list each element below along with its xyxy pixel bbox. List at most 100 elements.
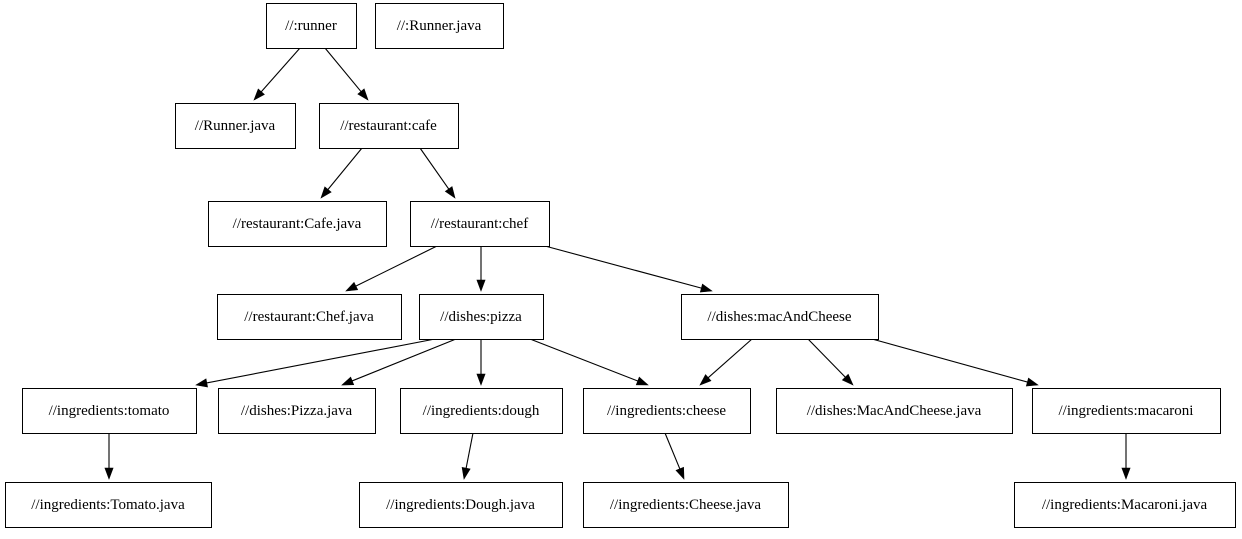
node-box[interactable] — [375, 3, 504, 49]
node-box[interactable] — [359, 482, 563, 528]
edge-arrowhead-icon — [341, 376, 355, 386]
edge-arrowhead-icon — [461, 467, 471, 480]
node-label: //:Runner.java — [397, 18, 482, 34]
edge-line — [324, 47, 363, 94]
edge-arrowhead-icon — [320, 186, 332, 199]
edge-arrowhead-icon — [841, 373, 854, 386]
graph-node-restaurant_cafe[interactable]: //restaurant:cafe — [319, 103, 459, 149]
node-label: //Runner.java — [195, 118, 276, 134]
graph-node-restaurant_chef_java[interactable]: //restaurant:Chef.java — [217, 294, 402, 340]
graph-edge — [419, 147, 456, 199]
node-label: //ingredients:cheese — [607, 403, 726, 419]
node-box[interactable] — [217, 294, 402, 340]
node-label: //dishes:macAndCheese — [707, 309, 851, 325]
graph-node-ing_dough[interactable]: //ingredients:dough — [400, 388, 563, 434]
node-box[interactable] — [400, 388, 563, 434]
node-box[interactable] — [1032, 388, 1221, 434]
graph-node-ing_dough_java[interactable]: //ingredients:Dough.java — [359, 482, 563, 528]
edge-arrowhead-icon — [699, 283, 713, 293]
graph-node-ing_cheese[interactable]: //ingredients:cheese — [583, 388, 751, 434]
node-label: //restaurant:Cafe.java — [233, 216, 362, 232]
node-label: //ingredients:Macaroni.java — [1042, 497, 1208, 513]
node-label: //dishes:pizza — [440, 309, 522, 325]
graph-node-ing_macaroni[interactable]: //ingredients:macaroni — [1032, 388, 1221, 434]
edge-arrowhead-icon — [476, 279, 486, 292]
node-box[interactable] — [776, 388, 1013, 434]
node-box[interactable] — [22, 388, 197, 434]
graph-edge — [871, 338, 1039, 387]
graph-edge — [461, 432, 474, 480]
edge-line — [326, 147, 363, 192]
node-label: //:runner — [285, 18, 337, 34]
node-label: //dishes:Pizza.java — [241, 403, 353, 419]
graph-node-restaurant_chef[interactable]: //restaurant:chef — [410, 201, 550, 247]
graph-edge — [341, 338, 457, 386]
edge-arrowhead-icon — [476, 373, 486, 386]
edge-line — [350, 338, 457, 382]
graph-node-runner_java[interactable]: //Runner.java — [175, 103, 296, 149]
edge-arrowhead-icon — [357, 88, 369, 101]
edge-arrowhead-icon — [635, 376, 649, 386]
graph-edge — [320, 147, 363, 199]
edge-arrowhead-icon — [253, 88, 265, 101]
graph-edge — [104, 433, 114, 480]
graph-node-restaurant_cafe_java[interactable]: //restaurant:Cafe.java — [208, 201, 387, 247]
edge-line — [706, 338, 753, 380]
node-box[interactable] — [5, 482, 212, 528]
graph-edge — [345, 245, 438, 292]
node-label: //ingredients:macaroni — [1059, 403, 1194, 419]
edge-arrowhead-icon — [345, 281, 359, 292]
graph-edge — [1121, 433, 1131, 480]
edge-line — [419, 147, 451, 191]
graph-node-runner[interactable]: //:runner — [266, 3, 357, 49]
node-box[interactable] — [583, 388, 751, 434]
node-box[interactable] — [218, 388, 376, 434]
edge-line — [354, 245, 438, 288]
node-box[interactable] — [419, 294, 544, 340]
node-box[interactable] — [681, 294, 879, 340]
node-box[interactable] — [175, 103, 296, 149]
edge-arrowhead-icon — [195, 378, 208, 388]
graph-edge — [195, 338, 436, 388]
graph-edge — [529, 338, 649, 386]
node-box[interactable] — [319, 103, 459, 149]
edge-arrowhead-icon — [699, 374, 712, 386]
edge-line — [871, 338, 1029, 383]
edge-arrowhead-icon — [1121, 467, 1131, 480]
node-label: //restaurant:cafe — [340, 118, 437, 134]
graph-edge — [664, 432, 685, 480]
graph-edge — [476, 339, 486, 386]
node-box[interactable] — [410, 201, 550, 247]
node-label: //restaurant:Chef.java — [244, 309, 374, 325]
graph-node-ing_tomato[interactable]: //ingredients:tomato — [22, 388, 197, 434]
graph-edge — [476, 246, 486, 292]
graph-node-ing_macaroni_java[interactable]: //ingredients:Macaroni.java — [1014, 482, 1236, 528]
graph-edge — [544, 245, 713, 293]
edge-line — [205, 338, 436, 384]
graph-node-dishes_pizza_java[interactable]: //dishes:Pizza.java — [218, 388, 376, 434]
graph-node-ing_tomato_java[interactable]: //ingredients:Tomato.java — [5, 482, 212, 528]
graph-edge — [807, 338, 854, 386]
graph-node-root_runner_java[interactable]: //:Runner.java — [375, 3, 504, 49]
graph-edge — [699, 338, 753, 386]
edge-arrowhead-icon — [675, 466, 685, 480]
node-box[interactable] — [266, 3, 357, 49]
node-label: //restaurant:chef — [431, 216, 528, 232]
graph-node-dishes_mac_java[interactable]: //dishes:MacAndCheese.java — [776, 388, 1013, 434]
node-box[interactable] — [1014, 482, 1236, 528]
graph-node-dishes_pizza[interactable]: //dishes:pizza — [419, 294, 544, 340]
graph-node-ing_cheese_java[interactable]: //ingredients:Cheese.java — [583, 482, 789, 528]
edge-line — [529, 338, 640, 383]
nodes-layer: //:runner //:Runner.java //Runner.java //re… — [5, 3, 1236, 528]
node-box[interactable] — [208, 201, 387, 247]
node-label: //ingredients:Tomato.java — [31, 497, 185, 513]
edge-arrowhead-icon — [444, 186, 456, 199]
edge-line — [807, 338, 847, 379]
graph-edge — [253, 47, 301, 101]
node-label: //ingredients:Dough.java — [386, 497, 535, 513]
graph-node-dishes_macandcheese[interactable]: //dishes:macAndCheese — [681, 294, 879, 340]
edges-layer — [104, 47, 1131, 480]
edge-line — [259, 47, 301, 94]
node-box[interactable] — [583, 482, 789, 528]
